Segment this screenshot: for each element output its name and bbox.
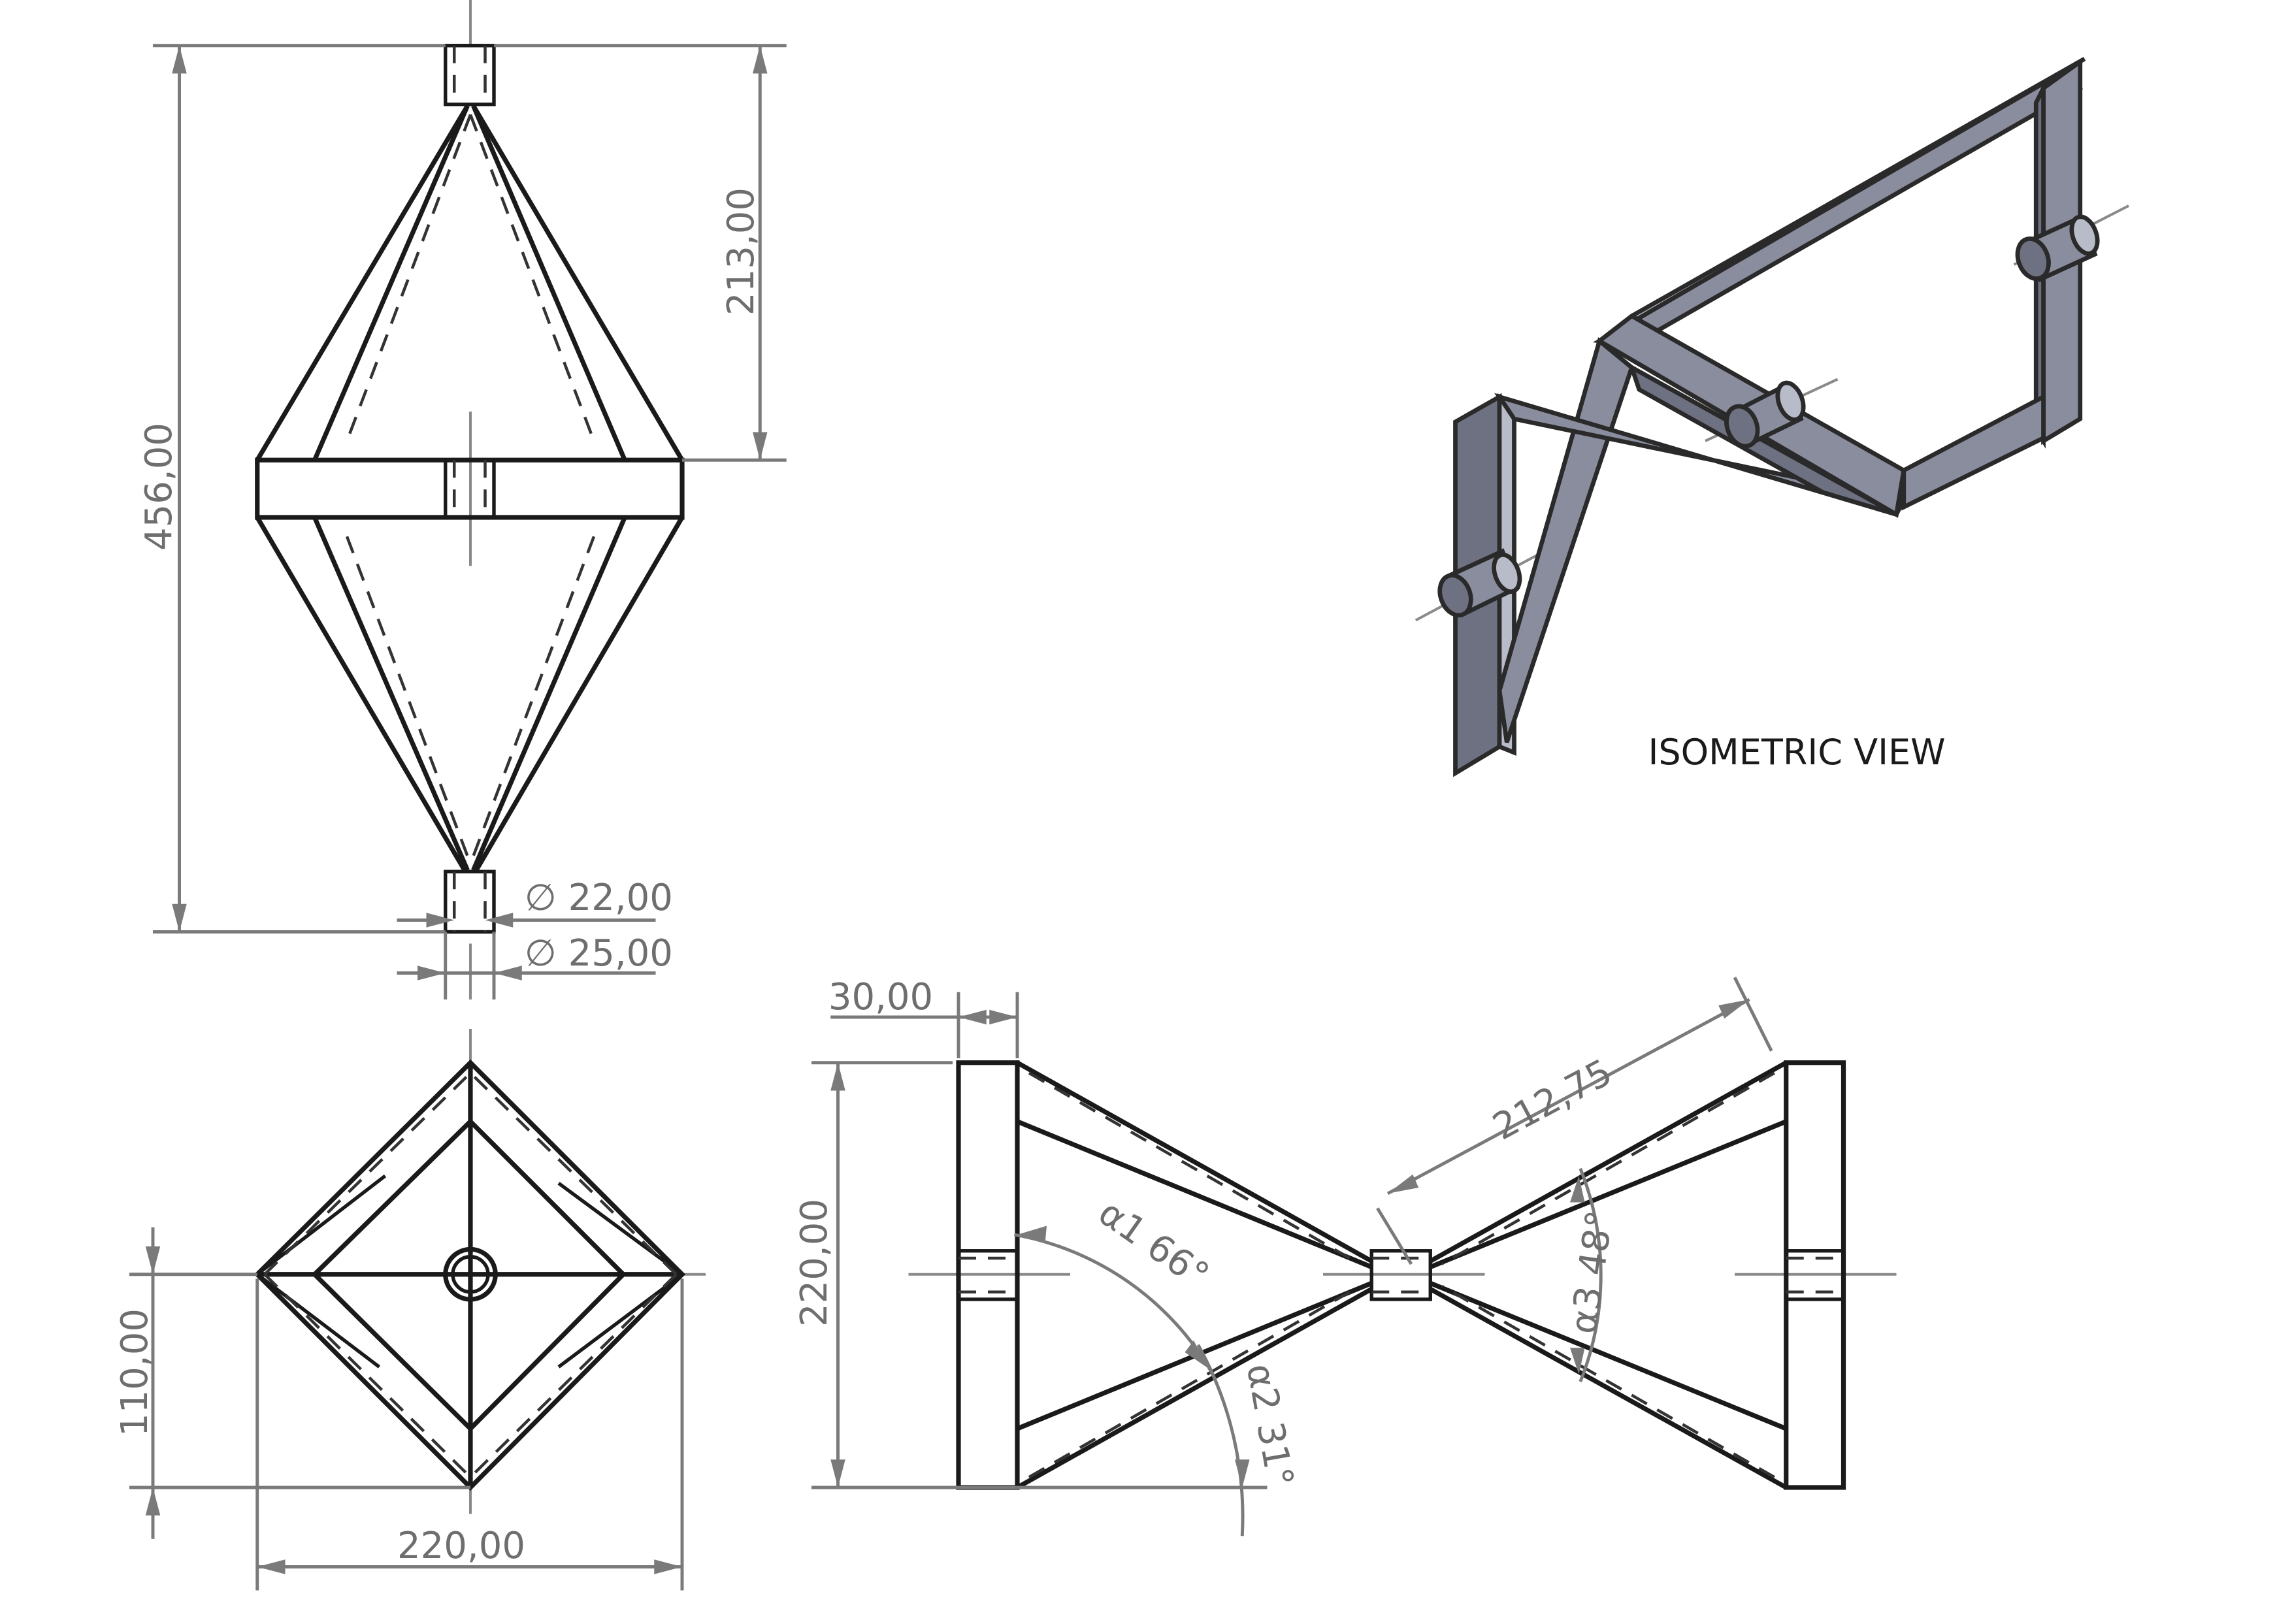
side-view bbox=[811, 977, 1897, 1536]
right-struts bbox=[1429, 1060, 1788, 1490]
isometric-view-label: ISOMETRIC VIEW bbox=[1648, 732, 1945, 773]
center-tube bbox=[1369, 1249, 1432, 1301]
iso-cylinder-left bbox=[1437, 548, 1522, 618]
iso-cylinder-middle bbox=[1724, 380, 1806, 449]
dim-top-width: 220,00 bbox=[397, 1525, 525, 1567]
dim-side-height: 220,00 bbox=[793, 1199, 836, 1327]
isometric-view bbox=[1415, 57, 2129, 777]
dim-inner-diameter: ∅ 22,00 bbox=[525, 877, 673, 919]
top-view bbox=[129, 1029, 706, 1591]
dim-top-half-depth: 110,00 bbox=[114, 1308, 156, 1437]
front-view bbox=[153, 0, 787, 999]
dim-half-height: 213,00 bbox=[720, 187, 762, 316]
bottom-tube bbox=[444, 869, 496, 934]
iso-cylinder-right bbox=[2015, 214, 2100, 283]
dim-angle-1: α1 66° bbox=[1090, 1192, 1217, 1297]
dim-tube-length: 30,00 bbox=[828, 976, 933, 1018]
dim-overall-height: 456,00 bbox=[138, 423, 180, 551]
dim-outer-diameter: ∅ 25,00 bbox=[525, 932, 673, 975]
dim-strut-length: 212,75 bbox=[1486, 1051, 1620, 1148]
top-tube bbox=[444, 44, 496, 106]
lower-struts bbox=[255, 516, 685, 871]
dim-angle-2: α2 31° bbox=[1238, 1361, 1302, 1490]
dim-angle-3: α3 48° bbox=[1562, 1208, 1622, 1337]
upper-struts bbox=[255, 105, 685, 462]
